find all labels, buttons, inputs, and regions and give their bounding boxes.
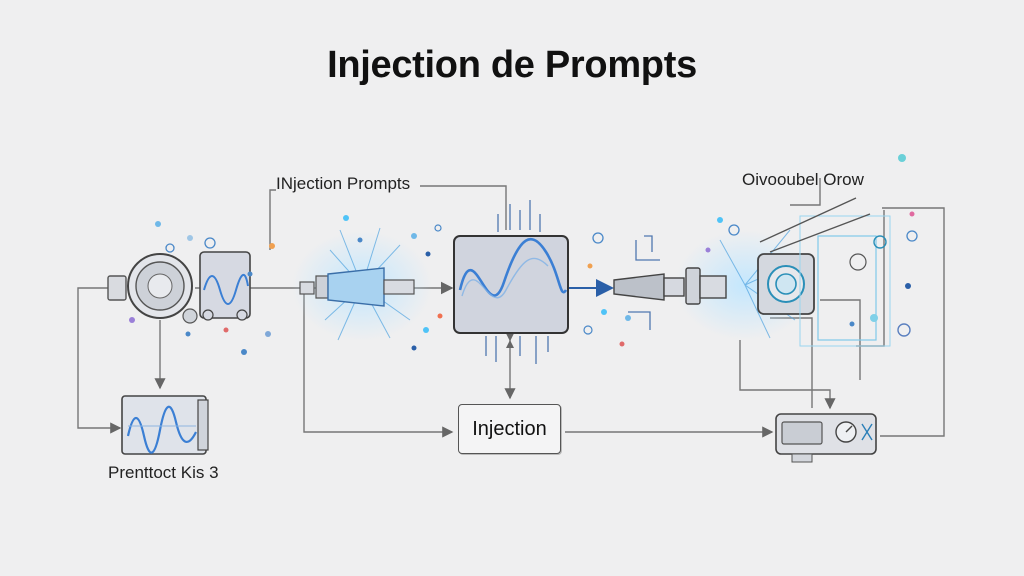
loop-left-line: [77, 287, 122, 434]
output-device: [757, 197, 911, 347]
diagram-title: Injection de Prompts: [327, 44, 697, 86]
line-prompts-label: [269, 189, 276, 250]
line-to-injection: [303, 292, 454, 438]
line-output-down: [739, 340, 836, 410]
motor-unit: [107, 253, 198, 324]
connector-lines: [77, 178, 945, 438]
injection-node: Injection: [458, 404, 561, 454]
injection-label: Injection: [472, 417, 547, 440]
prompts-label: INjection Prompts: [276, 174, 411, 193]
line-prompts-to-top: [420, 185, 507, 230]
line-right-b: [820, 299, 861, 380]
injector-left: [299, 267, 415, 307]
kit-label: Prenttoct Kis 3: [108, 463, 219, 482]
kit-monitor: [121, 395, 209, 455]
decorative-particles: [129, 154, 918, 355]
output-label: Oivooubel Orow: [742, 170, 864, 189]
signal-monitor-small: [199, 251, 251, 321]
injector-right: [613, 267, 727, 305]
circuit-traces: [485, 200, 660, 364]
panel-up-arrow: [506, 340, 514, 348]
central-signal-panel: [453, 235, 569, 334]
line-right-loop: [880, 207, 945, 437]
control-panel-device: [775, 413, 877, 463]
line-output-label: [790, 178, 821, 206]
